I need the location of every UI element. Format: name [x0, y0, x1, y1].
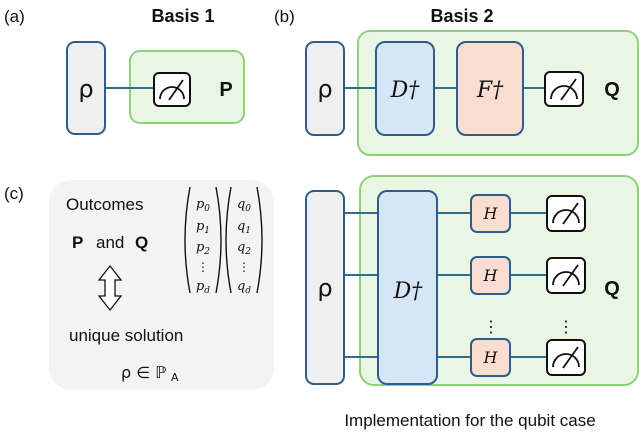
hadamard-gate: H — [470, 338, 511, 377]
p-vector-entry: ⋮ — [197, 260, 209, 274]
meter-icon — [546, 195, 586, 232]
panel-a-tag: (a) — [4, 7, 25, 26]
h-vdots: ⋮ — [483, 319, 499, 336]
panel-b-rho-box — [305, 41, 345, 136]
q-label: Q — [135, 233, 148, 252]
d-dagger-block — [377, 190, 438, 385]
hadamard-gate: H — [470, 256, 511, 295]
hadamard-label: H — [483, 266, 499, 285]
f-dagger-label: F† — [476, 78, 504, 103]
f-dagger-gate — [456, 41, 524, 136]
panel-d-outcome: Q — [604, 278, 620, 300]
hadamard-gate: H — [470, 194, 511, 233]
meter-icon — [546, 339, 586, 376]
panel-c-tag: (c) — [4, 184, 24, 203]
meter-icon — [153, 72, 191, 107]
q-vector-entry: q1 — [237, 219, 251, 236]
and-label: and — [96, 233, 124, 252]
d-dagger-gate — [375, 41, 435, 136]
panel-b-tag: (b) — [274, 7, 295, 26]
p-vector-entry: pd — [196, 279, 210, 296]
hadamard-label: H — [483, 348, 499, 367]
d-dagger-block-label: D† — [393, 279, 424, 304]
outcomes-label: Outcomes — [66, 195, 143, 214]
qubit-caption: Implementation for the qubit case — [344, 411, 595, 430]
qubit-rows: H H H — [470, 194, 586, 377]
panel-a-rho-box — [66, 41, 106, 135]
panel-c-background — [49, 180, 274, 390]
panel-b-title: Basis 2 — [430, 6, 493, 26]
p-vector-entry: p2 — [196, 240, 210, 257]
q-vector-entry: q0 — [237, 197, 251, 214]
panel-a-rho: ρ — [78, 75, 93, 103]
panel-a-title: Basis 1 — [151, 6, 214, 26]
double-arrow-icon — [97, 264, 123, 312]
q-vector-entry: qd — [237, 279, 251, 296]
p-vector: p0 p1 p2 ⋮ pd — [184, 186, 222, 296]
panel-a-outcome: P — [219, 79, 232, 101]
q-vector: q0 q1 q2 ⋮ qd — [225, 186, 263, 296]
d-dagger-label: D† — [390, 78, 421, 103]
p-label: P — [72, 233, 83, 252]
meter-icon — [546, 257, 586, 294]
p-vector-entry: p0 — [196, 197, 210, 214]
panel-b-rho: ρ — [317, 75, 332, 103]
rho-in-set: ρ ∈ ℙ — [121, 363, 166, 382]
panel-d-rho-box — [305, 190, 345, 385]
unique-solution-label: unique solution — [69, 326, 183, 345]
meter-icon — [544, 71, 584, 107]
p-vector-entry: p1 — [196, 219, 210, 236]
q-vector-entry: q2 — [237, 240, 251, 257]
meter-vdots: ⋮ — [558, 319, 574, 336]
hadamard-label: H — [483, 204, 499, 223]
panel-b-outcome: Q — [604, 79, 620, 101]
panel-d-rho: ρ — [317, 274, 332, 302]
qubit-wires — [343, 212, 547, 358]
rho-in-set-subscript: A — [171, 371, 179, 384]
q-vector-entry: ⋮ — [238, 260, 250, 274]
